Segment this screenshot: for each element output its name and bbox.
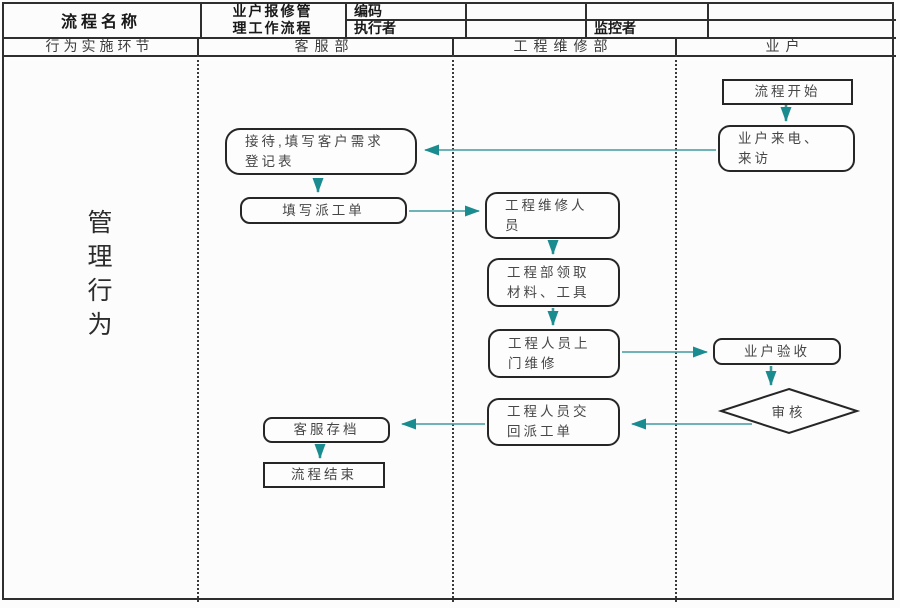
node-tenant-contact: 业户来电、 来访 xyxy=(718,125,855,172)
node-return-dispatch-order: 工程人员交 回派工单 xyxy=(487,398,620,446)
node-line: 材料、工具 xyxy=(507,284,590,300)
lane-header-tenant: 业户 xyxy=(765,38,806,54)
executor-label: 执行者 xyxy=(354,20,396,36)
header-divider xyxy=(452,37,454,55)
node-line: 工程人员交 xyxy=(507,404,590,419)
node-line: 审核 xyxy=(771,405,807,420)
side-label-char: 理 xyxy=(87,242,113,271)
process-name-line: 理工作流程 xyxy=(232,19,313,36)
node-process-start: 流程开始 xyxy=(722,79,853,105)
header-divider xyxy=(197,37,199,55)
code-label: 编码 xyxy=(354,2,382,19)
node-review: 审核 xyxy=(739,399,839,423)
process-name-label: 流程名称 xyxy=(60,13,141,31)
side-label-char: 行 xyxy=(87,276,113,305)
node-onsite-repair: 工程人员上 门维修 xyxy=(488,329,620,378)
node-line: 回派工单 xyxy=(507,424,573,439)
node-customer-service-archive: 客服存档 xyxy=(263,417,390,443)
node-line: 工程人员上 xyxy=(508,335,591,351)
node-line: 流程开始 xyxy=(754,84,821,99)
node-process-end: 流程结束 xyxy=(263,462,385,488)
executor-value-cell xyxy=(465,19,585,37)
node-tenant-acceptance: 业户验收 xyxy=(713,338,841,365)
monitor-value-cell xyxy=(707,19,896,37)
header-divider xyxy=(675,37,677,55)
side-label-char: 为 xyxy=(87,310,113,339)
monitor-label: 监控者 xyxy=(594,20,636,36)
management-behavior-label: 管 理 行 为 xyxy=(68,206,132,342)
node-line: 流程结束 xyxy=(291,467,357,482)
node-line: 来访 xyxy=(738,150,771,166)
table-outer-border xyxy=(2,2,894,600)
code-value-cell xyxy=(465,2,585,19)
process-name-line: 业户报修管 xyxy=(232,2,313,19)
process-name-value: 业户报修管 理工作流程 xyxy=(200,2,345,37)
lane-separator xyxy=(197,55,199,602)
node-line: 员 xyxy=(505,217,522,233)
node-line: 登记表 xyxy=(245,153,295,169)
node-maintenance-staff: 工程维修人 员 xyxy=(485,192,620,239)
header-divider xyxy=(707,2,709,37)
header-divider xyxy=(345,19,896,21)
node-line: 填写派工单 xyxy=(282,202,365,218)
header-divider xyxy=(200,2,202,37)
header-divider xyxy=(465,2,467,37)
node-line: 工程维修人 xyxy=(505,197,588,213)
header-divider xyxy=(345,2,347,37)
node-line: 业户来电、 xyxy=(738,130,821,146)
node-reception-register: 接待,填写客户需求 登记表 xyxy=(225,128,417,175)
node-line: 业户验收 xyxy=(744,343,810,359)
node-line: 客服存档 xyxy=(293,422,360,437)
lane-header-engineering: 工程维修部 xyxy=(513,38,614,54)
lane-header-customer-service: 客服部 xyxy=(294,38,355,54)
node-line: 门维修 xyxy=(508,355,558,371)
lane-separator xyxy=(452,55,454,602)
header-divider xyxy=(585,2,587,37)
header-divider xyxy=(2,55,896,57)
node-collect-materials: 工程部领取 材料、工具 xyxy=(487,258,620,307)
node-line: 工程部领取 xyxy=(507,264,590,280)
lane-separator xyxy=(675,55,677,602)
header-divider xyxy=(2,37,896,39)
node-line: 接待,填写客户需求 xyxy=(245,133,384,149)
side-label-char: 管 xyxy=(87,208,113,237)
stage-column-header: 行为实施环节 xyxy=(45,38,154,54)
node-fill-dispatch-order: 填写派工单 xyxy=(240,197,407,224)
